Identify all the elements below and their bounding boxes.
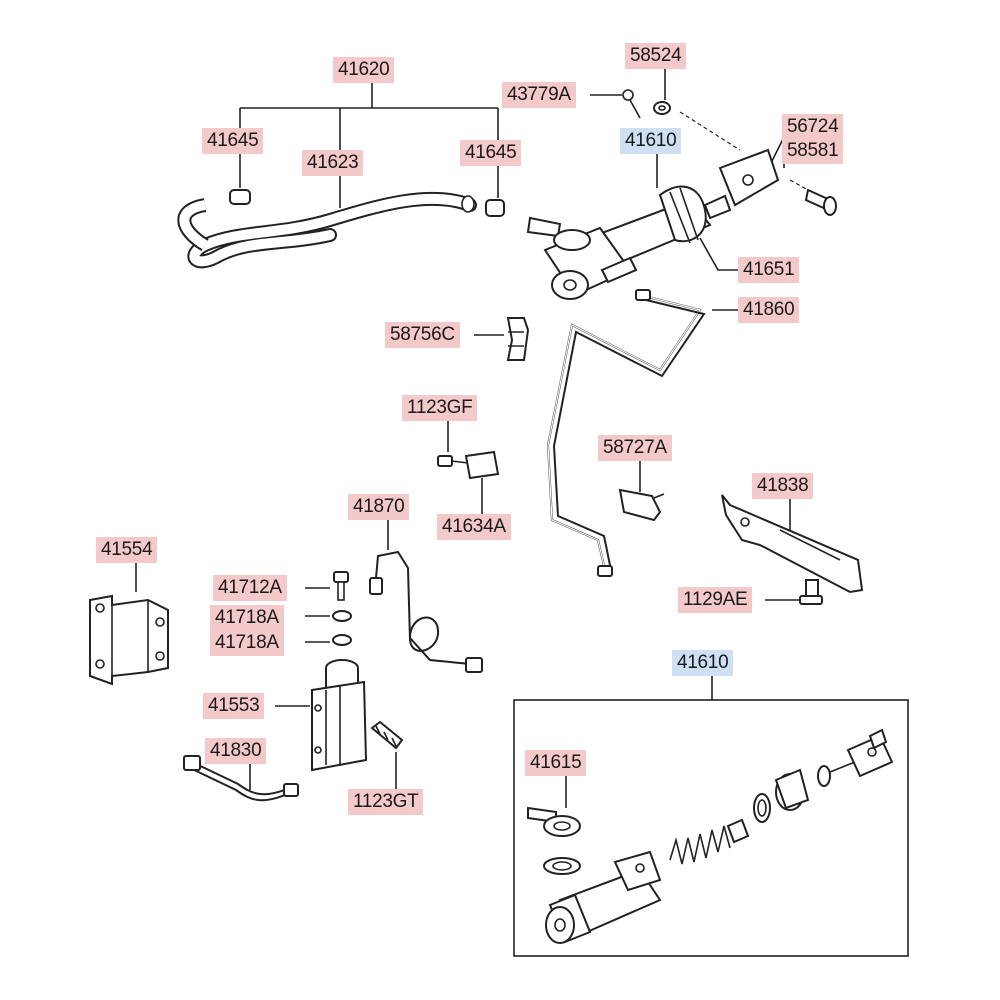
callout-41645-right: 41645 (460, 140, 522, 166)
clutch-line-41860 (546, 289, 706, 577)
callout-58581: 58581 (782, 138, 844, 164)
callout-41718a-lower: 41718A (210, 630, 284, 656)
callout-58756c: 58756C (385, 322, 460, 348)
callout-41651: 41651 (738, 257, 800, 283)
callout-41870: 41870 (348, 494, 410, 520)
callout-41610-bottom: 41610 (672, 650, 734, 676)
callout-41645-left: 41645 (202, 128, 264, 154)
clevis-pin-58581 (804, 188, 837, 216)
hose-41623 (177, 189, 505, 269)
clip-58756c (506, 317, 530, 361)
callout-41718a-upper: 41718A (210, 605, 284, 631)
callout-1129ae: 1129AE (678, 587, 753, 613)
clutch-hose-41870 (369, 550, 483, 673)
callout-58727a: 58727A (598, 435, 672, 461)
callout-41838: 41838 (752, 473, 814, 499)
callout-41634a: 41634A (437, 514, 511, 540)
bolt-1123gf (437, 455, 469, 467)
callout-41610-top: 41610 (620, 128, 682, 154)
washer-58524 (653, 101, 671, 115)
callout-43779a: 43779A (502, 82, 576, 108)
leader-lines (135, 68, 809, 808)
callout-41712a: 41712A (213, 575, 287, 601)
washer-41718a-lower (332, 634, 352, 646)
callout-1123gf: 1123GF (402, 395, 478, 421)
detail-box (513, 699, 909, 957)
bolt-1129ae (799, 579, 823, 605)
clip-58727a (618, 488, 665, 522)
callout-41553: 41553 (203, 693, 265, 719)
release-cylinder-41553 (311, 659, 368, 772)
bolt-41712a (333, 571, 349, 601)
callout-1123gt: 1123GT (348, 789, 424, 815)
pin-43779a (622, 89, 641, 119)
callout-41615: 41615 (525, 750, 587, 776)
callout-58524: 58524 (625, 43, 687, 69)
pipe-41830 (183, 755, 299, 802)
callout-41860: 41860 (738, 297, 800, 323)
callout-41830: 41830 (205, 738, 267, 764)
callout-41623: 41623 (302, 150, 364, 176)
callout-41620: 41620 (333, 57, 395, 83)
bracket-41634a (464, 450, 500, 480)
clutch-master-cylinder-top (526, 148, 780, 300)
bolt-1123gt (370, 720, 404, 750)
callout-56724: 56724 (782, 114, 844, 140)
bracket-41554 (89, 594, 169, 686)
master-cylinder-exploded (527, 728, 894, 944)
washer-41718a-upper (332, 610, 352, 622)
callout-41554: 41554 (96, 537, 158, 563)
bracket-41838 (721, 494, 864, 594)
